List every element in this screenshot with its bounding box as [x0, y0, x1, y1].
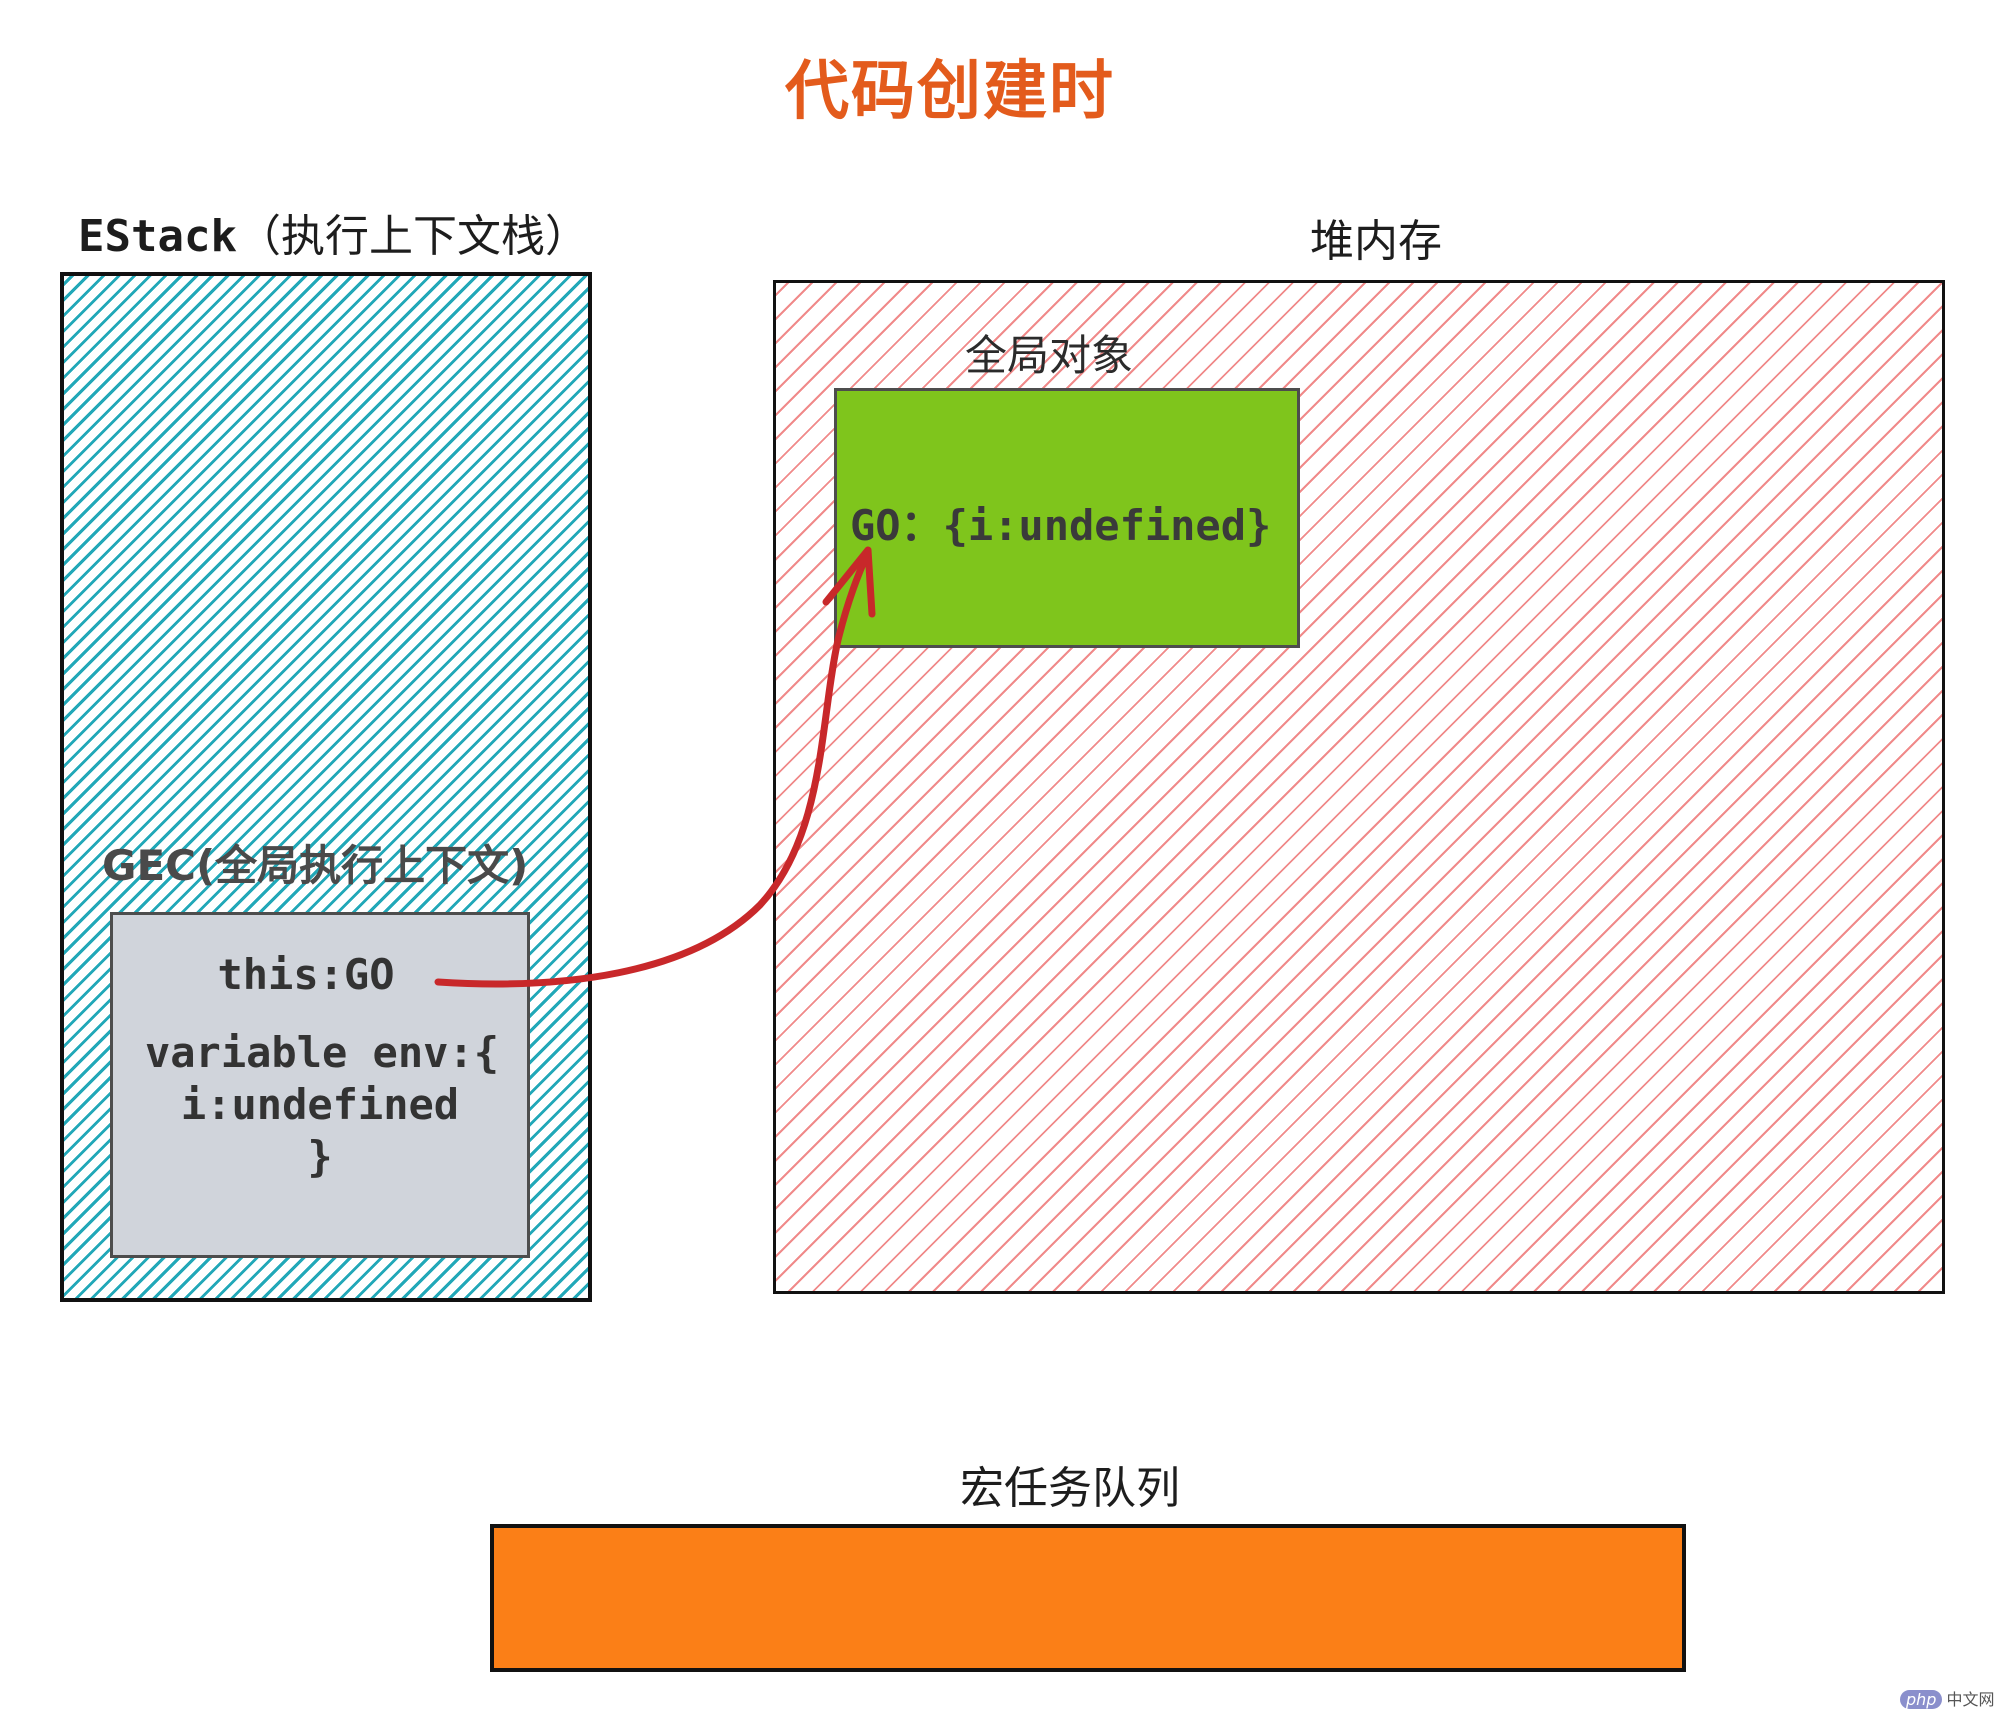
gec-i-line: i:undefined — [180, 1080, 460, 1129]
diagram-title: 代码创建时 — [785, 55, 1115, 129]
php-logo-icon: php — [1900, 1690, 1943, 1709]
heap-label: 堆内存 — [1310, 216, 1442, 267]
heap-memory-area — [773, 280, 1945, 1294]
global-object-box — [834, 388, 1300, 648]
gec-label: GEC(全局执行上下文) — [102, 841, 529, 890]
gec-close-brace: } — [307, 1132, 333, 1181]
macro-task-queue-bar — [490, 1524, 1686, 1672]
estack-label-en: EStack — [78, 211, 237, 262]
macro-task-queue-label: 宏任务队列 — [960, 1463, 1180, 1514]
global-object-text: GO：{i:undefined} — [850, 501, 1272, 550]
gec-this-line: this:GO — [217, 950, 395, 999]
estack-label: EStack（执行上下文栈） — [78, 200, 589, 264]
global-object-label: 全局对象 — [965, 331, 1134, 380]
watermark-text: 中文网 — [1946, 1690, 1995, 1709]
gec-variable-env-line: variable env:{ — [144, 1028, 499, 1077]
estack-label-cn: （执行上下文栈） — [236, 211, 589, 262]
